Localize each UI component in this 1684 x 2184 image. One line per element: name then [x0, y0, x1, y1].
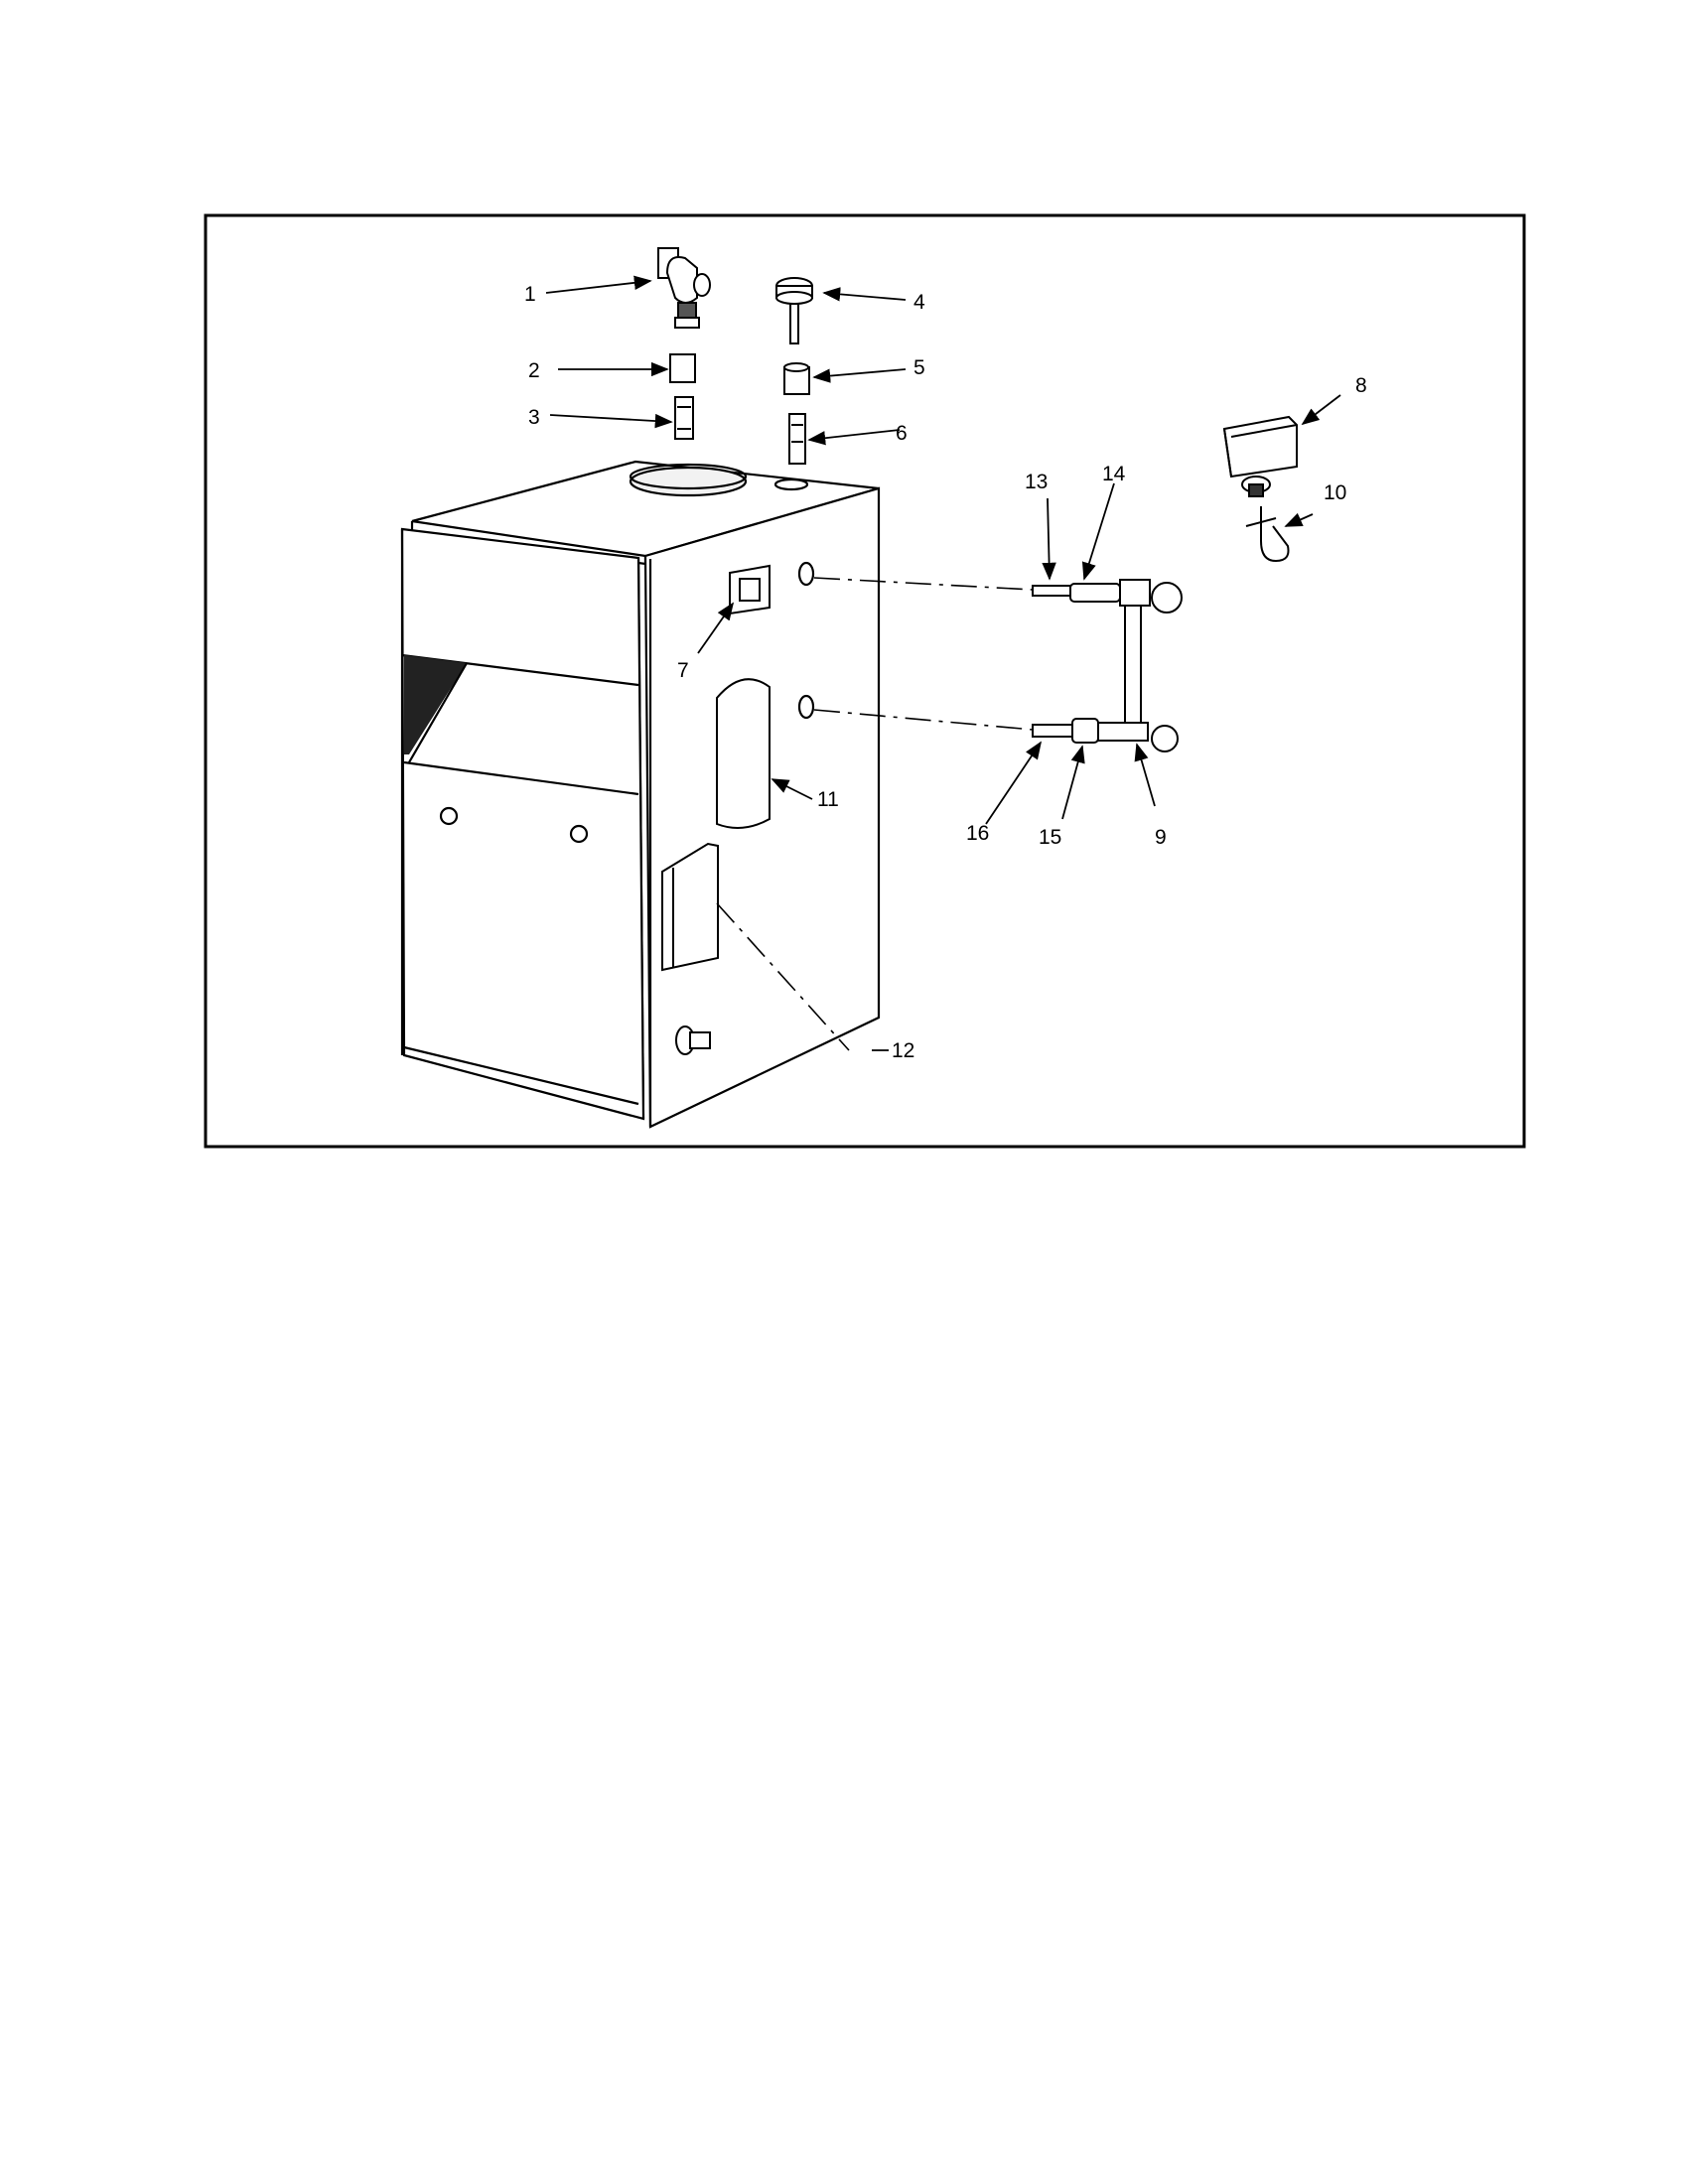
top-port	[773, 478, 809, 491]
leader-lines	[545, 275, 1341, 1051]
lower-tapping	[797, 694, 815, 720]
callout-14: 14	[1102, 463, 1126, 485]
part-10-sensor-well	[1245, 506, 1290, 563]
callout-5: 5	[913, 356, 925, 379]
flue-collar	[629, 466, 748, 497]
part-16-nipple	[1032, 724, 1073, 738]
callout-3: 3	[528, 406, 540, 429]
callout-1: 1	[524, 283, 536, 306]
callout-9: 9	[1155, 826, 1167, 849]
callout-15: 15	[1039, 826, 1061, 849]
callout-6: 6	[896, 422, 908, 445]
part-8-control-box	[1222, 415, 1298, 497]
part-3-nipple	[674, 396, 694, 440]
callout-8: 8	[1355, 374, 1367, 397]
callout-2: 2	[528, 359, 540, 382]
alignment-lines	[716, 577, 1034, 1051]
louvre-shadow	[404, 655, 467, 754]
figure-frame	[204, 213, 1526, 1149]
pipe-assembly	[1032, 579, 1183, 752]
callout-16: 16	[966, 822, 989, 845]
callouts: 1 2 3 4 5 6 7 8 9 10 11 12 13 14 15 16	[524, 283, 1367, 1062]
part-7-switch	[729, 564, 771, 615]
part-1-relief-valve	[657, 247, 711, 329]
callout-7: 7	[677, 659, 689, 682]
upper-tapping	[797, 561, 815, 587]
part-9-tee	[1097, 722, 1149, 742]
callout-11: 11	[817, 788, 839, 811]
part-6-nipple	[788, 413, 806, 465]
part-12-box	[661, 842, 719, 972]
front-hole-right	[569, 824, 589, 844]
part-14-valve	[1069, 583, 1121, 603]
callout-12: 12	[892, 1039, 914, 1062]
part-5-coupling	[783, 362, 810, 395]
part-2-coupling	[669, 353, 696, 383]
callout-13: 13	[1025, 471, 1048, 493]
callout-4: 4	[913, 291, 925, 314]
part-15-union	[1071, 718, 1099, 744]
part-13-nipple	[1032, 585, 1071, 597]
part-4-gauge	[775, 277, 813, 344]
callout-10: 10	[1324, 481, 1346, 504]
boiler-cabinet	[400, 460, 881, 1129]
front-hole-left	[439, 806, 459, 826]
part-11-cylinder	[716, 678, 771, 829]
drain-fitting	[675, 1025, 711, 1055]
front-panel	[400, 527, 645, 1121]
